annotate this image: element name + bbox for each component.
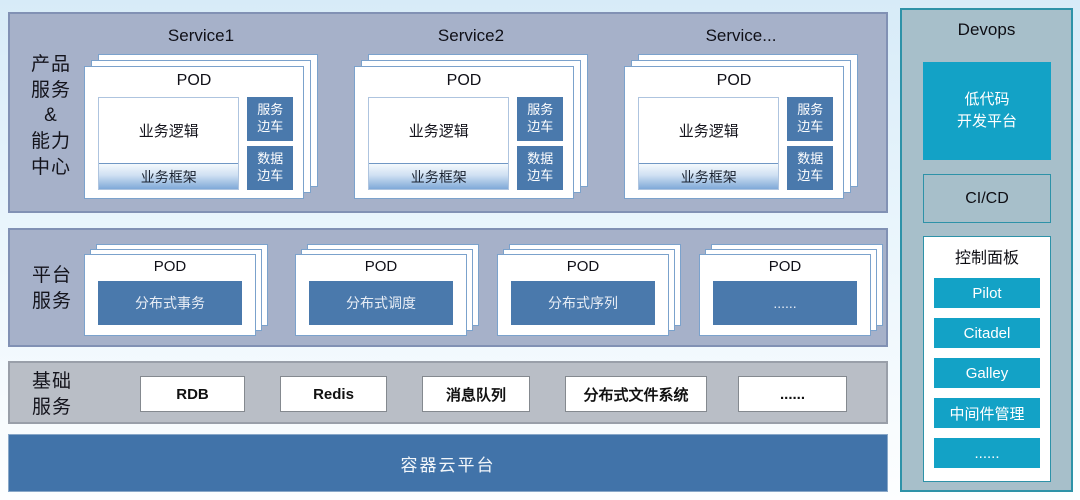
business-logic-box: 业务逻辑 业务框架 — [638, 97, 780, 190]
lowcode-platform-box: 低代码 开发平台 — [923, 62, 1051, 160]
section-product-label: 产品 服务 & 能力 中心 — [30, 54, 71, 178]
platform-pod-stack: POD ...... — [699, 244, 883, 337]
section-basic-label: 基础 服务 — [31, 371, 72, 418]
cicd-box: CI/CD — [923, 174, 1051, 223]
basic-service-box: ...... — [738, 376, 847, 412]
sidecar-column: 服务 边车 数据 边车 — [247, 97, 293, 190]
business-logic-label: 业务逻辑 — [639, 98, 779, 163]
section-basic-services: 基础 服务 RDB Redis 消息队列 分布式文件系统 ...... — [8, 361, 888, 424]
control-panel-button: Pilot — [934, 278, 1040, 308]
sidecar-column: 服务 边车 数据 边车 — [517, 97, 563, 190]
container-cloud-bar: 容器云平台 — [8, 434, 888, 492]
pod-stack: POD 业务逻辑 业务框架 服务 边车 数据 边车 — [624, 54, 858, 201]
pod-box: POD 业务逻辑 业务框架 服务 边车 数据 边车 — [354, 66, 574, 199]
control-panel-button: ...... — [934, 438, 1040, 468]
platform-pod-stack: POD 分布式事务 — [84, 244, 268, 337]
business-logic-label: 业务逻辑 — [99, 98, 239, 163]
section-product-services: 产品 服务 & 能力 中心 Service1 POD 业务逻辑 业务框架 服务 … — [8, 12, 888, 213]
business-framework-box: 业务框架 — [99, 163, 239, 189]
control-panel: 控制面板 Pilot Citadel Galley 中间件管理 ...... — [923, 236, 1051, 482]
service-title: Service2 — [437, 26, 505, 45]
pod-box: POD 分布式事务 — [84, 254, 256, 336]
platform-service-box: ...... — [713, 281, 857, 325]
control-panel-button: 中间件管理 — [934, 398, 1040, 428]
service-sidecar-box: 服务 边车 — [247, 97, 293, 141]
devops-column: Devops 低代码 开发平台 CI/CD 控制面板 Pilot Citadel… — [900, 8, 1073, 492]
service-title: Service1 — [167, 26, 235, 45]
platform-service-box: 分布式事务 — [98, 281, 242, 325]
pod-box: POD 业务逻辑 业务框架 服务 边车 数据 边车 — [84, 66, 304, 199]
control-panel-button: Citadel — [934, 318, 1040, 348]
service-group-1: Service1 POD 业务逻辑 业务框架 服务 边车 数据 边车 — [84, 26, 318, 201]
service-group-2: Service2 POD 业务逻辑 业务框架 服务 边车 数据 边车 — [354, 26, 588, 201]
pod-title: POD — [364, 258, 398, 275]
pod-box: POD 分布式序列 — [497, 254, 669, 336]
pod-title: POD — [446, 72, 482, 89]
basic-service-box: RDB — [140, 376, 245, 412]
service-title: Service... — [705, 26, 777, 45]
control-panel-title: 控制面板 — [954, 250, 1019, 267]
business-framework-box: 业务框架 — [639, 163, 779, 189]
platform-pod-stack: POD 分布式调度 — [295, 244, 479, 337]
pod-title: POD — [176, 72, 212, 89]
data-sidecar-box: 数据 边车 — [247, 146, 293, 190]
pod-box: POD ...... — [699, 254, 871, 336]
pod-title: POD — [153, 258, 187, 275]
sidecar-column: 服务 边车 数据 边车 — [787, 97, 833, 190]
service-sidecar-box: 服务 边车 — [517, 97, 563, 141]
pod-title: POD — [566, 258, 600, 275]
platform-service-box: 分布式序列 — [511, 281, 655, 325]
pod-stack: POD 业务逻辑 业务框架 服务 边车 数据 边车 — [84, 54, 318, 201]
business-framework-box: 业务框架 — [369, 163, 509, 189]
service-sidecar-box: 服务 边车 — [787, 97, 833, 141]
business-logic-label: 业务逻辑 — [369, 98, 509, 163]
data-sidecar-box: 数据 边车 — [787, 146, 833, 190]
data-sidecar-box: 数据 边车 — [517, 146, 563, 190]
basic-service-box: 分布式文件系统 — [565, 376, 707, 412]
control-panel-button: Galley — [934, 358, 1040, 388]
pod-title: POD — [768, 258, 802, 275]
business-logic-box: 业务逻辑 业务框架 — [98, 97, 240, 190]
pod-box: POD 分布式调度 — [295, 254, 467, 336]
business-logic-box: 业务逻辑 业务框架 — [368, 97, 510, 190]
platform-pod-stack: POD 分布式序列 — [497, 244, 681, 337]
platform-service-box: 分布式调度 — [309, 281, 453, 325]
section-platform-label: 平台 服务 — [31, 265, 72, 312]
pod-box: POD 业务逻辑 业务框架 服务 边车 数据 边车 — [624, 66, 844, 199]
pod-stack: POD 业务逻辑 业务框架 服务 边车 数据 边车 — [354, 54, 588, 201]
devops-title: Devops — [957, 20, 1016, 39]
section-platform-services: 平台 服务 POD 分布式事务 POD 分布式调度 POD 分布式序列 — [8, 228, 888, 347]
basic-service-box: 消息队列 — [422, 376, 530, 412]
pod-title: POD — [716, 72, 752, 89]
basic-service-box: Redis — [280, 376, 387, 412]
service-group-3: Service... POD 业务逻辑 业务框架 服务 边车 数据 边车 — [624, 26, 858, 201]
